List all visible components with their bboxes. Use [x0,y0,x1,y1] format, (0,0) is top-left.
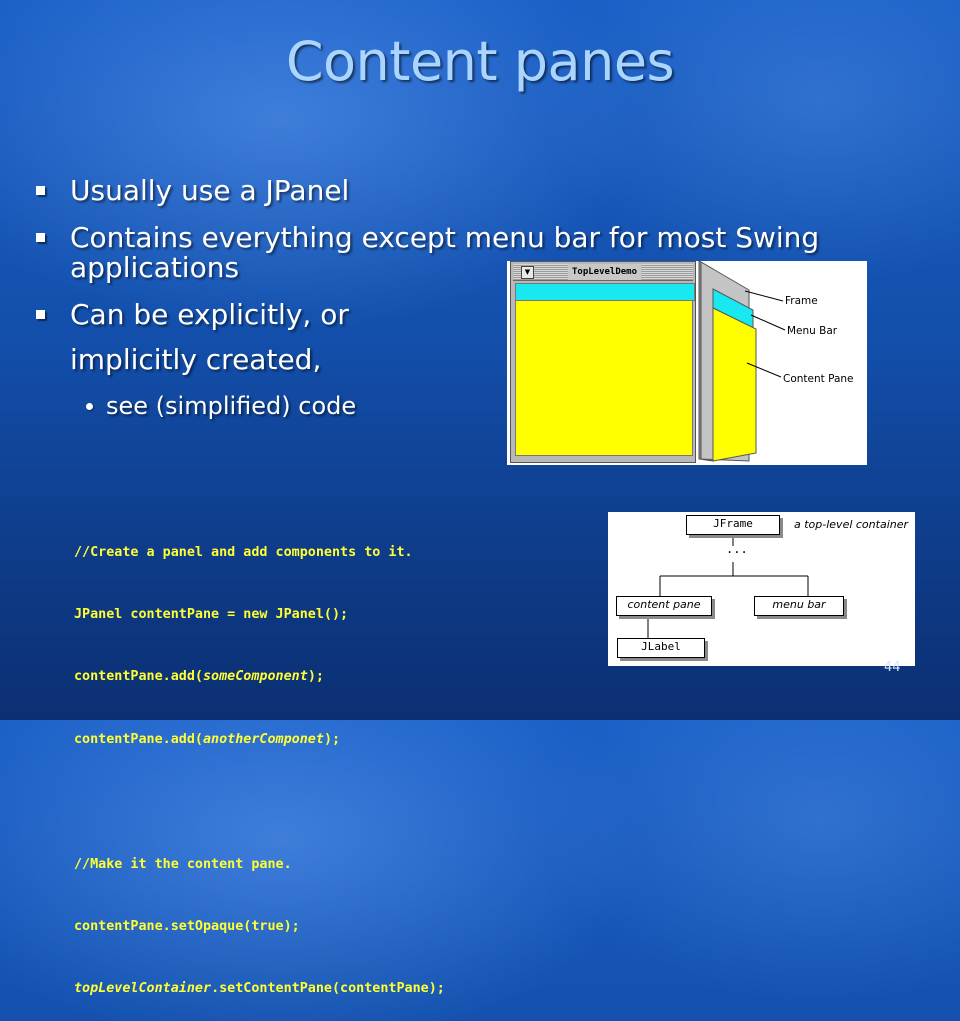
swing-window-diagram: ▼ TopLevelDemo Frame Menu Bar Content Pa… [507,261,867,465]
demo-content-pane [515,300,693,456]
page-number: 44 [884,660,901,675]
code-line: JPanel contentPane = new JPanel(); [74,606,349,622]
tree-root-note: a top-level container [794,518,909,531]
bullet-list: Usually use a JPanel Contains everything… [34,176,914,420]
menu-bar-pointer-line [750,314,786,331]
bullet-text: Usually use a JPanel [70,174,350,207]
code-line: //Make it the content pane. [74,856,292,872]
round-bullet-icon [86,403,93,410]
frame-pointer-line [744,290,784,302]
square-bullet-icon [36,233,45,242]
tree-connectors [647,536,809,638]
demo-window-titlebar: ▼ TopLevelDemo [513,264,693,281]
bullet-continuation: implicitly created, [34,345,914,375]
tree-node-jframe: JFrame [686,515,780,535]
sub-bullet-item: see (simplified) code [34,392,914,420]
content-pane-pointer-line [746,362,782,378]
square-bullet-icon [36,310,45,319]
bullet-text: Contains everything except menu bar for … [70,221,820,284]
sub-bullet-text: see (simplified) code [106,392,357,420]
bullet-text: implicitly created, [70,343,322,376]
code-line: topLevelContainer.setContentPane(content… [74,979,445,1000]
code-line: contentPane.add(anotherComponet); [74,730,445,751]
square-bullet-icon [36,186,45,195]
code-line: contentPane.add(someComponent); [74,667,445,688]
code-blank-line [74,792,445,813]
frame-label: Frame [785,295,818,307]
code-italic-text: someComponent [203,669,308,685]
code-snippet: //Create a panel and add components to i… [74,501,445,1021]
bullet-item: Contains everything except menu bar for … [34,223,914,283]
content-pane-layer [712,307,757,462]
code-text: ); [307,669,324,685]
code-text: .setContentPane(contentPane); [211,981,445,997]
code-text: contentPane.add( [74,669,203,685]
code-italic-text: anotherComponet [203,731,324,747]
code-text: contentPane.add( [74,731,203,747]
code-line: //Create a panel and add components to i… [74,544,413,560]
bullet-text: Can be explicitly, or [70,298,349,331]
layer-diagram: Frame Menu Bar Content Pane [698,261,854,462]
window-close-icon: ▼ [521,266,534,279]
bullet-item: Can be explicitly, or [34,300,914,330]
code-italic-text: topLevelContainer [74,981,212,997]
demo-window-title: TopLevelDemo [568,264,642,280]
demo-window-frame: ▼ TopLevelDemo [510,261,696,463]
tree-ellipsis: ... [726,542,748,556]
content-pane-label: Content Pane [783,373,854,385]
code-line: contentPane.setOpaque(true); [74,918,300,934]
menu-bar-label: Menu Bar [787,325,838,337]
bullet-item: Usually use a JPanel [34,176,914,206]
slide-title: Content panes [285,30,675,93]
tree-node-jlabel: JLabel [617,638,705,658]
tree-node-content-pane: content pane [616,596,712,616]
tree-node-menu-bar: menu bar [754,596,844,616]
code-text: ); [323,731,341,747]
containment-tree-diagram: JFrame a top-level container ... content… [608,512,915,666]
